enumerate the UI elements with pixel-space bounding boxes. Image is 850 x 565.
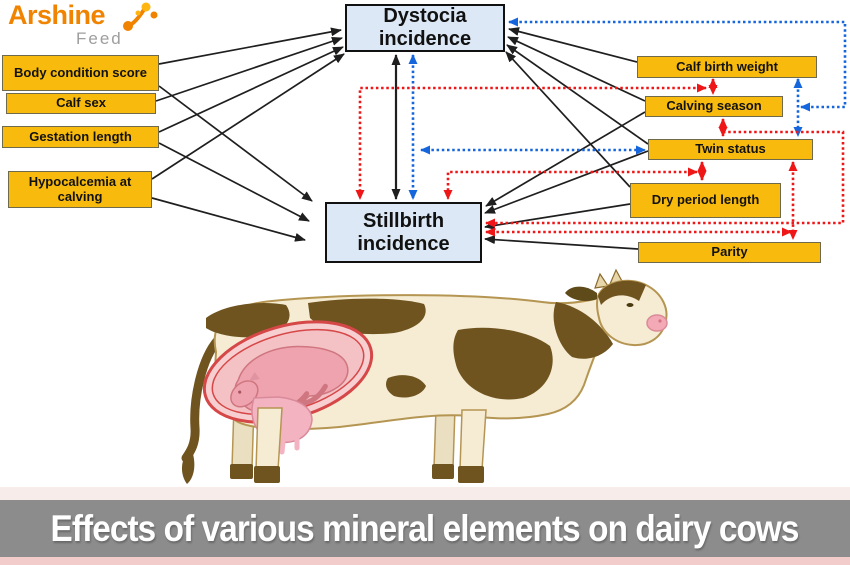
connection-dry-period-length-to-stillbirth bbox=[484, 203, 631, 230]
dystocia-label: Dystocia incidence bbox=[378, 5, 472, 50]
factor-box-dry-period-length: Dry period length bbox=[630, 183, 781, 218]
outcome-box-stillbirth: Stillbirth incidence bbox=[325, 202, 482, 263]
connection-hypocalcemia-at-calving-to-stillbirth bbox=[151, 197, 306, 242]
connection-body-condition-score-to-dystocia bbox=[158, 27, 342, 65]
connection-dystocia-to-calving-season bbox=[508, 17, 847, 112]
factor-box-twin-status: Twin status bbox=[648, 139, 813, 160]
factor-box-body-condition-score: Body condition score bbox=[2, 55, 159, 91]
factor-box-calf-birth-weight: Calf birth weight bbox=[637, 56, 817, 78]
connection-twin-status-to-stillbirth bbox=[484, 150, 649, 214]
logo-mark-icon bbox=[123, 2, 158, 31]
pink-strip-top bbox=[0, 487, 850, 500]
title-banner: Effects of various mineral elements on d… bbox=[0, 500, 850, 557]
logo-brand-text: Arshine bbox=[8, 0, 106, 30]
pink-strip-bottom bbox=[0, 557, 850, 565]
factor-box-calf-sex: Calf sex bbox=[6, 93, 156, 114]
stillbirth-label: Stillbirth incidence bbox=[357, 209, 450, 255]
factor-box-gestation-length: Gestation length bbox=[2, 126, 159, 148]
outcome-box-dystocia: Dystocia incidence bbox=[345, 4, 505, 52]
logo: Arshine Feed bbox=[8, 2, 158, 47]
connection-calf-sex-to-dystocia bbox=[155, 36, 343, 102]
connection-body-condition-score-to-stillbirth bbox=[158, 85, 313, 202]
logo-sub-text: Feed bbox=[76, 29, 123, 48]
connection-dry-period-length-to-dystocia bbox=[505, 51, 631, 188]
factor-box-hypocalcemia-at-calving: Hypocalcemia at calving bbox=[8, 171, 152, 208]
arrow-layer bbox=[151, 17, 847, 250]
banner-title: Effects of various mineral elements on d… bbox=[51, 507, 800, 549]
connection-parity-to-stillbirth bbox=[484, 235, 639, 250]
connection-stillbirth-to-calf-birth-weight-calving-season-link bbox=[355, 83, 707, 200]
factor-box-calving-season: Calving season bbox=[645, 96, 783, 117]
connection-hypocalcemia-at-calving-to-dystocia bbox=[151, 53, 345, 180]
cow-illustration bbox=[181, 268, 668, 484]
connection-gestation-length-to-dystocia bbox=[158, 46, 344, 133]
connection-stillbirth-to-twin-status-dry-period-link bbox=[443, 167, 698, 200]
connection-gestation-length-to-stillbirth bbox=[158, 142, 310, 222]
factor-box-parity: Parity bbox=[638, 242, 821, 263]
